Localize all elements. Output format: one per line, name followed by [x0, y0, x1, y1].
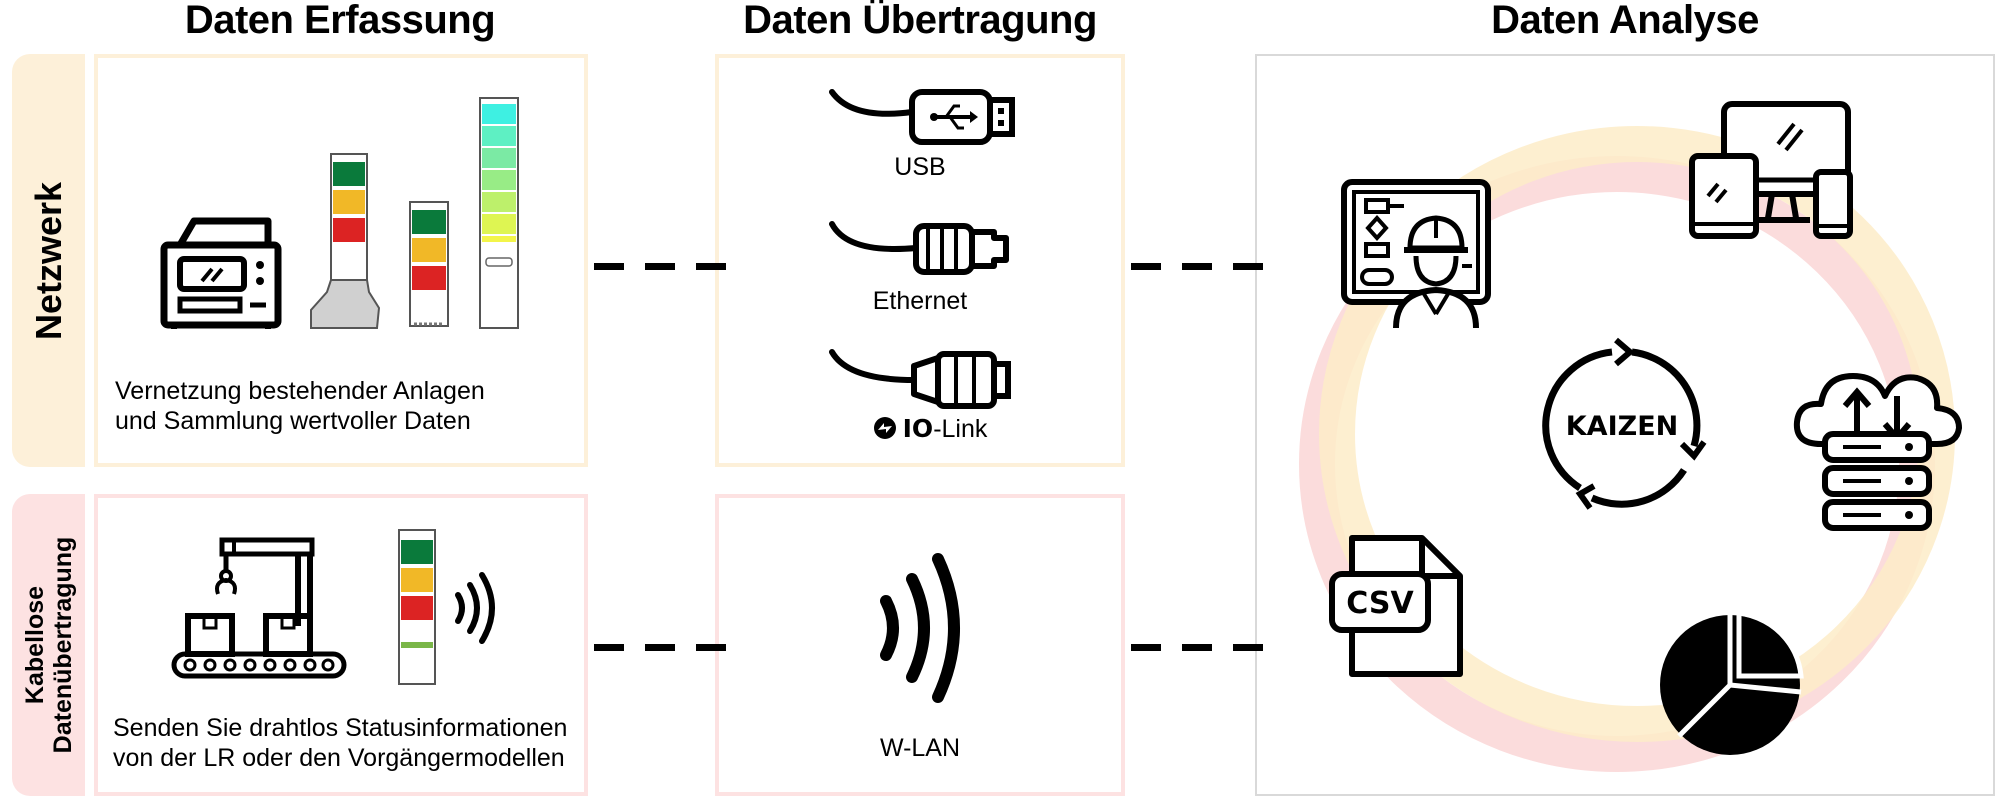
description-netzwerk: Vernetzung bestehender Anlagen und Samml… — [115, 377, 485, 435]
column-title-erfassung: Daten Erfassung — [184, 0, 496, 42]
wlan-label: W-LAN — [879, 734, 961, 762]
signal-tower-icon — [310, 153, 381, 329]
iolink-label: IO-Link — [850, 414, 1010, 444]
csv-file-icon — [1329, 535, 1463, 677]
panel-kabellos-erfassung — [94, 494, 588, 796]
column-title-uebertragung: Daten Übertragung — [743, 0, 1097, 42]
ethernet-icon — [829, 221, 1009, 275]
machine-icon — [160, 217, 282, 329]
iolink-cable-icon — [829, 349, 1011, 409]
description-kabellos: Senden Sie drahtlos Statusinformationen … — [113, 714, 568, 772]
kaizen-label: KAIZEN — [1565, 411, 1679, 442]
conveyor-robot-icon — [171, 537, 347, 679]
engineer-monitor-icon — [1341, 179, 1491, 329]
iolink-logo-icon — [873, 417, 896, 439]
pie-chart-icon — [1660, 610, 1804, 755]
connector-netzwerk-left — [594, 257, 747, 270]
connector-netzwerk-right — [1131, 257, 1284, 270]
csv-label: CSV — [1346, 586, 1414, 621]
connector-kabellos-left — [594, 638, 747, 651]
row-tab-netzwerk: Netzwerk — [12, 54, 85, 467]
usb-label: USB — [894, 153, 946, 181]
cloud-server-icon — [1793, 373, 1962, 531]
wireless-small-icon — [455, 572, 495, 644]
kaizen-cycle-icon — [1542, 337, 1707, 510]
devices-icon — [1689, 101, 1853, 239]
wireless-signal-tower-icon — [398, 529, 436, 685]
usb-icon — [829, 89, 1015, 145]
signal-tower-small-icon — [409, 201, 449, 327]
signal-tower-gradient-icon — [479, 97, 519, 329]
connector-kabellos-right — [1131, 638, 1284, 651]
row-label-netzwerk: Netzwerk — [27, 181, 69, 340]
wlan-icon — [880, 553, 960, 703]
column-title-analyse: Daten Analyse — [1491, 0, 1759, 42]
ethernet-label: Ethernet — [872, 287, 968, 315]
